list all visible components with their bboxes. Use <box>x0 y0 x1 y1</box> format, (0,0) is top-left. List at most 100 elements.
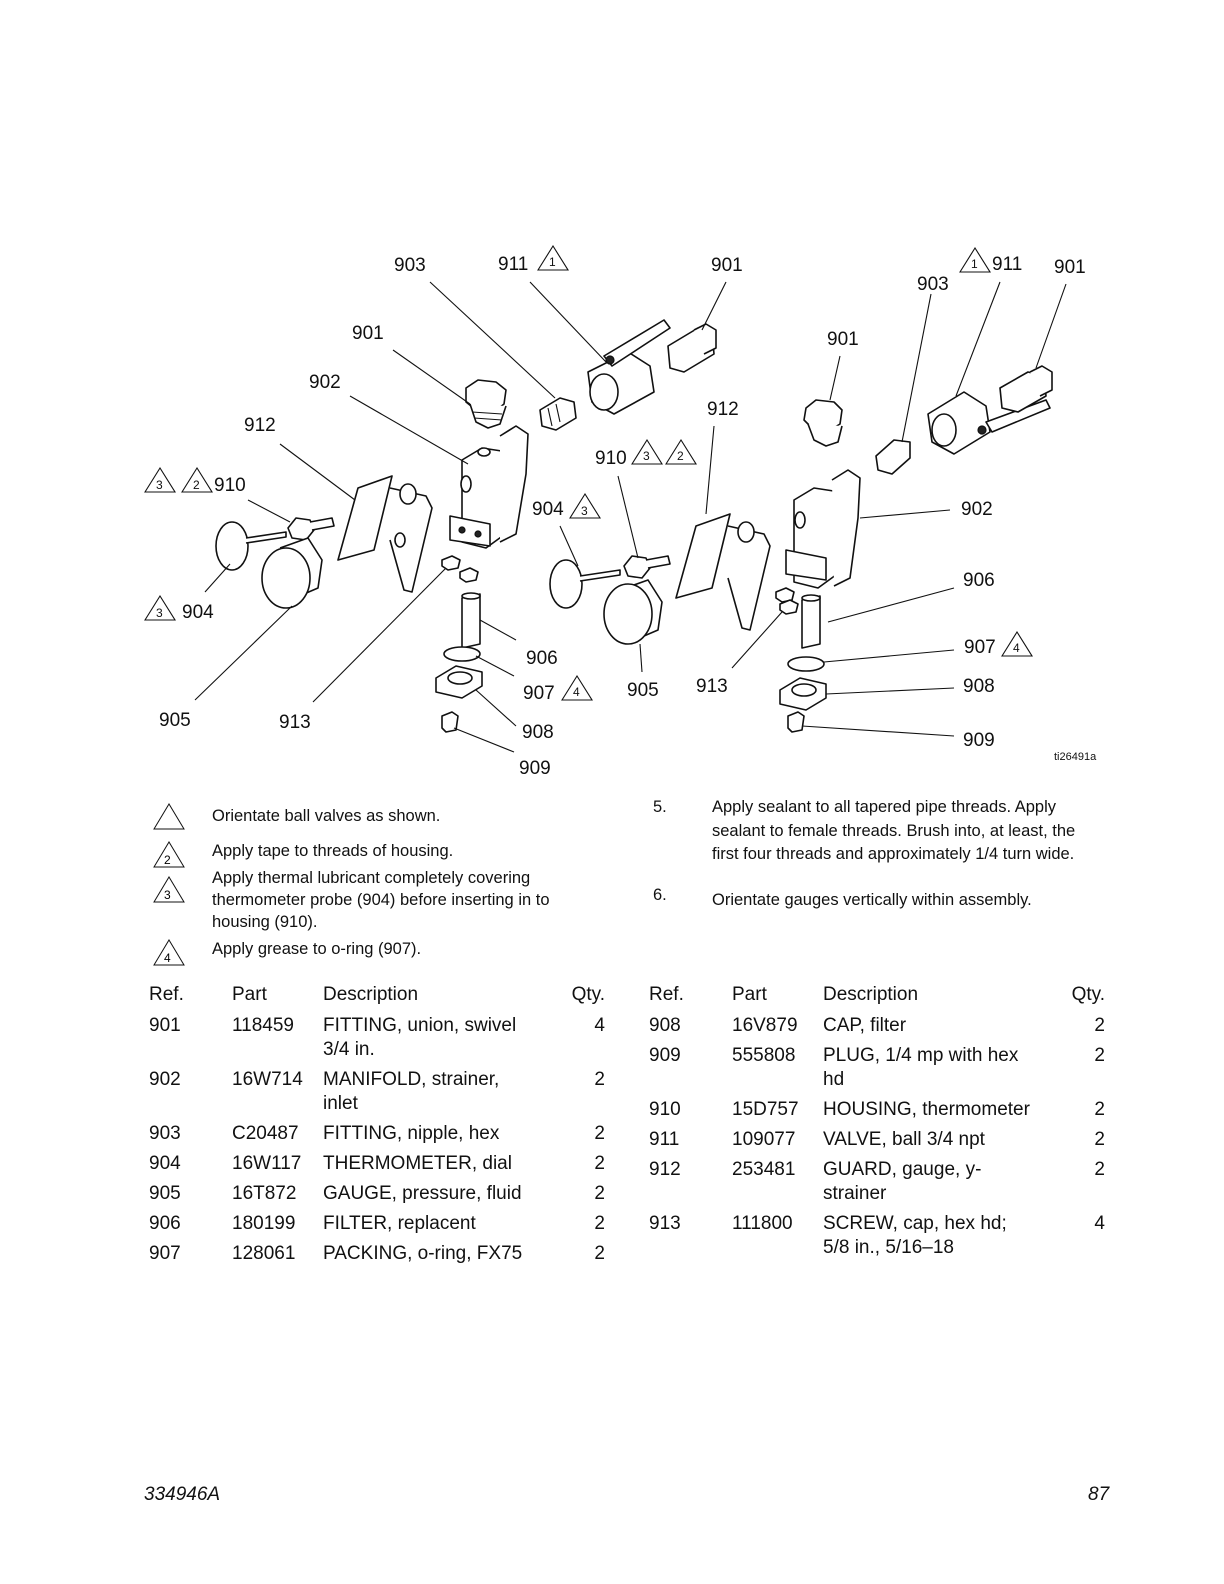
cell-qty: 2 <box>594 1183 605 1204</box>
callout-901: 901 <box>711 255 743 276</box>
note-text: Orientate gauges vertically within assem… <box>712 891 1032 909</box>
left-pressure-gauge-905 <box>261 537 323 609</box>
right-union-fitting-901 <box>803 399 843 447</box>
cell-part: 109077 <box>732 1129 796 1150</box>
callout-905: 905 <box>627 680 659 701</box>
cell-description: CAP, filter <box>823 1015 907 1036</box>
cell-part: 15D757 <box>732 1099 799 1120</box>
cell-qty: 4 <box>594 1015 605 1036</box>
column-header-ref: Ref. <box>149 984 184 1005</box>
callout-906: 906 <box>526 648 558 669</box>
cell-qty: 2 <box>1094 1099 1105 1120</box>
cell-description: GAUGE, pressure, fluid <box>323 1183 522 1204</box>
warning-triangle-icon <box>153 803 185 830</box>
callout-911: 911 <box>498 254 528 275</box>
cell-description: MANIFOLD, strainer, inlet <box>323 1069 500 1114</box>
cell-qty: 2 <box>594 1069 605 1090</box>
table-row: 906 180199 FILTER, replacent 2 <box>149 1212 605 1242</box>
right-union-fitting-901-top <box>999 365 1053 413</box>
callout-901: 901 <box>1054 257 1086 278</box>
column-header-description: Description <box>823 984 919 1005</box>
cell-ref: 905 <box>149 1183 181 1204</box>
right-thermometer-housing-910 <box>623 555 671 579</box>
warning-triangle-icon: 2 <box>153 841 185 868</box>
callout-903: 903 <box>394 255 426 276</box>
callout-910: 910 <box>595 448 627 469</box>
left-union-fitting-901 <box>465 379 507 429</box>
note-number: 6. <box>653 886 667 904</box>
cell-qty: 2 <box>594 1153 605 1174</box>
cell-part: 118459 <box>232 1015 294 1036</box>
left-filter-906 <box>461 592 481 649</box>
leader-lines <box>194 281 1067 753</box>
right-oring-907 <box>787 656 825 672</box>
left-filter-cap-908 <box>435 665 483 699</box>
cell-part: 16V879 <box>732 1015 798 1036</box>
right-ball-valve-911 <box>927 391 1051 455</box>
left-thermometer-904 <box>215 521 287 571</box>
warning-triangle-icon: 3 <box>153 876 185 903</box>
callout-905: 905 <box>159 710 191 731</box>
right-manifold-902 <box>785 469 861 589</box>
table-header-row: Ref. Part Description Qty. <box>149 984 605 1014</box>
cell-ref: 913 <box>649 1213 681 1234</box>
callout-912: 912 <box>707 399 739 420</box>
left-oring-907 <box>443 646 481 662</box>
cell-description: THERMOMETER, dial <box>323 1153 512 1174</box>
cell-qty: 2 <box>1094 1045 1105 1066</box>
cell-qty: 2 <box>1094 1015 1105 1036</box>
table-row: 909 555808 PLUG, 1/4 mp with hex hd 2 <box>649 1044 1105 1098</box>
column-header-part: Part <box>732 984 767 1005</box>
cell-description: FITTING, union, swivel 3/4 in. <box>323 1015 517 1060</box>
svg-text:3: 3 <box>164 888 171 902</box>
cell-part: 253481 <box>732 1159 796 1180</box>
warning-triangle-icon: 4 <box>1001 630 1033 657</box>
cell-part: C20487 <box>232 1123 299 1144</box>
left-union-fitting-901-top <box>667 323 717 373</box>
note-number: 5. <box>653 798 667 816</box>
svg-text:2: 2 <box>164 853 171 867</box>
note-markers: 1 1 3 2 3 2 3 3 <box>144 244 1033 701</box>
cell-description: FITTING, nipple, hex <box>323 1123 500 1144</box>
warning-triangle-icon: 4 <box>153 939 185 966</box>
figure-id: ti26491a <box>1054 751 1097 763</box>
warning-triangle-icon: 3 <box>631 438 663 465</box>
callout-913: 913 <box>279 712 311 733</box>
column-header-ref: Ref. <box>649 984 684 1005</box>
callout-909: 909 <box>963 730 995 751</box>
cell-qty: 2 <box>594 1213 605 1234</box>
right-nipple-903 <box>875 439 911 475</box>
callout-902: 902 <box>309 372 341 393</box>
left-assembly <box>215 319 717 733</box>
warning-triangle-icon: 2 <box>665 438 697 465</box>
svg-text:3: 3 <box>156 478 163 492</box>
column-header-description: Description <box>323 984 419 1005</box>
column-header-qty: Qty. <box>571 984 605 1005</box>
cell-description: PLUG, 1/4 mp with hex hd <box>823 1045 1019 1090</box>
callout-910: 910 <box>214 475 246 496</box>
cell-qty: 2 <box>594 1243 605 1264</box>
cell-description: PACKING, o-ring, FX75 <box>323 1243 523 1264</box>
right-gauge-guard-912 <box>675 513 771 631</box>
callout-903: 903 <box>917 274 949 295</box>
callout-902: 902 <box>961 499 993 520</box>
table-row: 907 128061 PACKING, o-ring, FX75 2 <box>149 1242 605 1272</box>
cell-ref: 911 <box>649 1129 680 1150</box>
left-thermometer-housing-910 <box>287 517 335 541</box>
warning-triangle-icon: 3 <box>144 466 176 493</box>
note-text: Orientate ball valves as shown. <box>212 807 441 825</box>
right-filter-906 <box>801 594 821 649</box>
table-row: 902 16W714 MANIFOLD, strainer, inlet 2 <box>149 1068 605 1122</box>
warning-triangle-icon: 3 <box>144 594 176 621</box>
callout-labels: 903 911 901 901 902 912 910 904 905 913 … <box>159 254 1097 779</box>
table-row: 901 118459 FITTING, union, swivel 3/4 in… <box>149 1014 605 1068</box>
left-ball-valve-911 <box>587 319 671 415</box>
svg-text:3: 3 <box>581 504 588 518</box>
note-text: Apply thermal lubricant completely cover… <box>212 869 550 931</box>
callout-907: 907 <box>523 683 555 704</box>
column-header-part: Part <box>232 984 267 1005</box>
svg-text:4: 4 <box>1013 641 1020 655</box>
right-thermometer-904 <box>549 559 621 609</box>
warning-triangle-icon: 1 <box>959 246 991 273</box>
cell-description: VALVE, ball 3/4 npt <box>823 1129 985 1150</box>
